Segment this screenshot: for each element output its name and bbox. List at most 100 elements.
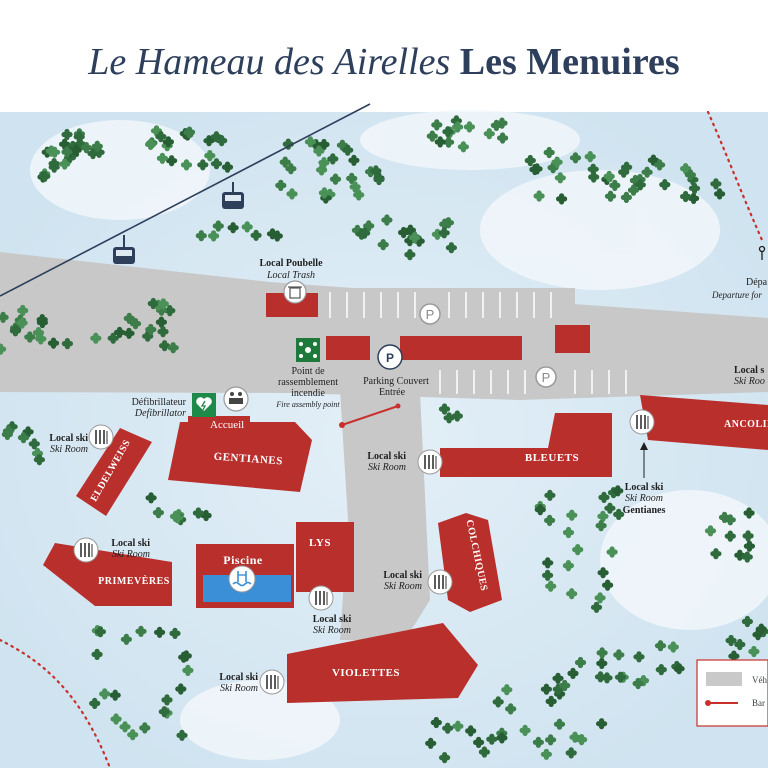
tree xyxy=(145,138,157,150)
building-small-right xyxy=(555,325,590,353)
tree xyxy=(32,327,45,339)
tree xyxy=(61,338,73,350)
building-violettes xyxy=(287,623,478,703)
tree xyxy=(363,220,375,232)
tree xyxy=(601,672,613,684)
tree xyxy=(109,689,121,701)
tree xyxy=(595,520,607,532)
trees xyxy=(0,115,768,764)
ski-room-icons xyxy=(73,409,655,695)
parking-letter: P xyxy=(426,307,435,322)
ski-room-label-en: Ski Room xyxy=(220,683,258,694)
tree xyxy=(654,159,666,171)
ski-room-icon xyxy=(73,537,99,563)
tree xyxy=(119,721,131,733)
tree xyxy=(377,239,389,251)
tree xyxy=(545,734,557,746)
tree xyxy=(59,158,71,170)
tree xyxy=(348,154,360,166)
tree xyxy=(659,179,671,191)
barrier xyxy=(339,403,401,428)
tree xyxy=(545,695,557,708)
tree xyxy=(61,128,73,141)
tree xyxy=(156,152,168,164)
roads xyxy=(0,252,768,640)
tree xyxy=(162,136,174,148)
tree xyxy=(329,173,342,185)
ski-room-icon xyxy=(308,585,334,611)
tree xyxy=(552,672,564,684)
building-parking-covered xyxy=(400,336,522,360)
tree xyxy=(157,298,169,310)
tree xyxy=(613,508,625,521)
tree xyxy=(540,748,553,760)
tree xyxy=(724,530,736,542)
tree xyxy=(445,242,457,254)
building-ancolie xyxy=(640,395,768,450)
parking-stripes-lower xyxy=(439,370,627,394)
tree xyxy=(178,651,190,663)
tree xyxy=(553,718,566,730)
tree xyxy=(594,592,606,604)
tree xyxy=(139,722,151,734)
tree xyxy=(158,706,170,718)
ski-room-icon xyxy=(629,409,655,435)
label-parking-2: Entrée xyxy=(379,387,406,398)
tree xyxy=(327,153,339,165)
gondola-icon xyxy=(222,182,244,209)
label-parking-1: Parking Couvert xyxy=(363,376,429,387)
tree xyxy=(680,190,692,203)
tree xyxy=(285,163,297,175)
tree xyxy=(604,190,617,202)
tree xyxy=(465,725,477,737)
tree xyxy=(543,146,555,159)
title-part-2: Les Menuires xyxy=(459,41,680,83)
ski-room-icon xyxy=(417,449,443,475)
tree xyxy=(145,492,157,504)
tree xyxy=(551,156,563,168)
tree xyxy=(609,179,621,191)
tree xyxy=(452,720,464,732)
tree xyxy=(425,737,437,749)
tree xyxy=(438,227,450,239)
tree xyxy=(73,131,85,143)
tree xyxy=(673,663,685,675)
tree xyxy=(590,601,603,613)
tree xyxy=(519,724,531,737)
tree xyxy=(478,746,490,758)
tree xyxy=(349,181,361,193)
tree xyxy=(718,511,731,524)
tree xyxy=(734,638,746,651)
tree xyxy=(381,214,393,226)
parking-letter: P xyxy=(542,370,551,385)
building-lys xyxy=(296,522,354,592)
tree xyxy=(633,651,645,663)
tree xyxy=(159,340,171,352)
ski-room-icon xyxy=(427,569,453,595)
tree xyxy=(180,159,193,171)
tree xyxy=(150,125,163,137)
ski-room-label-en: Ski Room xyxy=(112,549,150,560)
tree xyxy=(204,150,216,162)
ski-room-label-en-cut: Ski Roo xyxy=(734,376,765,387)
tree xyxy=(182,664,194,677)
ski-room-label: Local ski xyxy=(111,538,150,549)
tree xyxy=(588,171,600,183)
ski-room-labels: Local ski Ski Room Local ski Ski Room Lo… xyxy=(49,365,764,694)
label-assembly-2: rassemblement xyxy=(278,377,338,388)
tree xyxy=(227,222,239,234)
arrow-head xyxy=(640,442,648,450)
building-primeveres xyxy=(43,543,172,606)
gondola-cable xyxy=(0,103,371,297)
tree xyxy=(316,164,328,176)
tree xyxy=(598,491,610,503)
tree xyxy=(473,736,485,749)
tree xyxy=(565,747,577,759)
tree xyxy=(135,625,147,637)
parking-letter: P xyxy=(386,351,394,365)
tree xyxy=(613,649,625,661)
tree xyxy=(175,683,187,695)
tree xyxy=(91,648,103,661)
ski-room-gentianes: Gentianes xyxy=(623,505,666,516)
ski-room-label: Local ski xyxy=(49,433,88,444)
